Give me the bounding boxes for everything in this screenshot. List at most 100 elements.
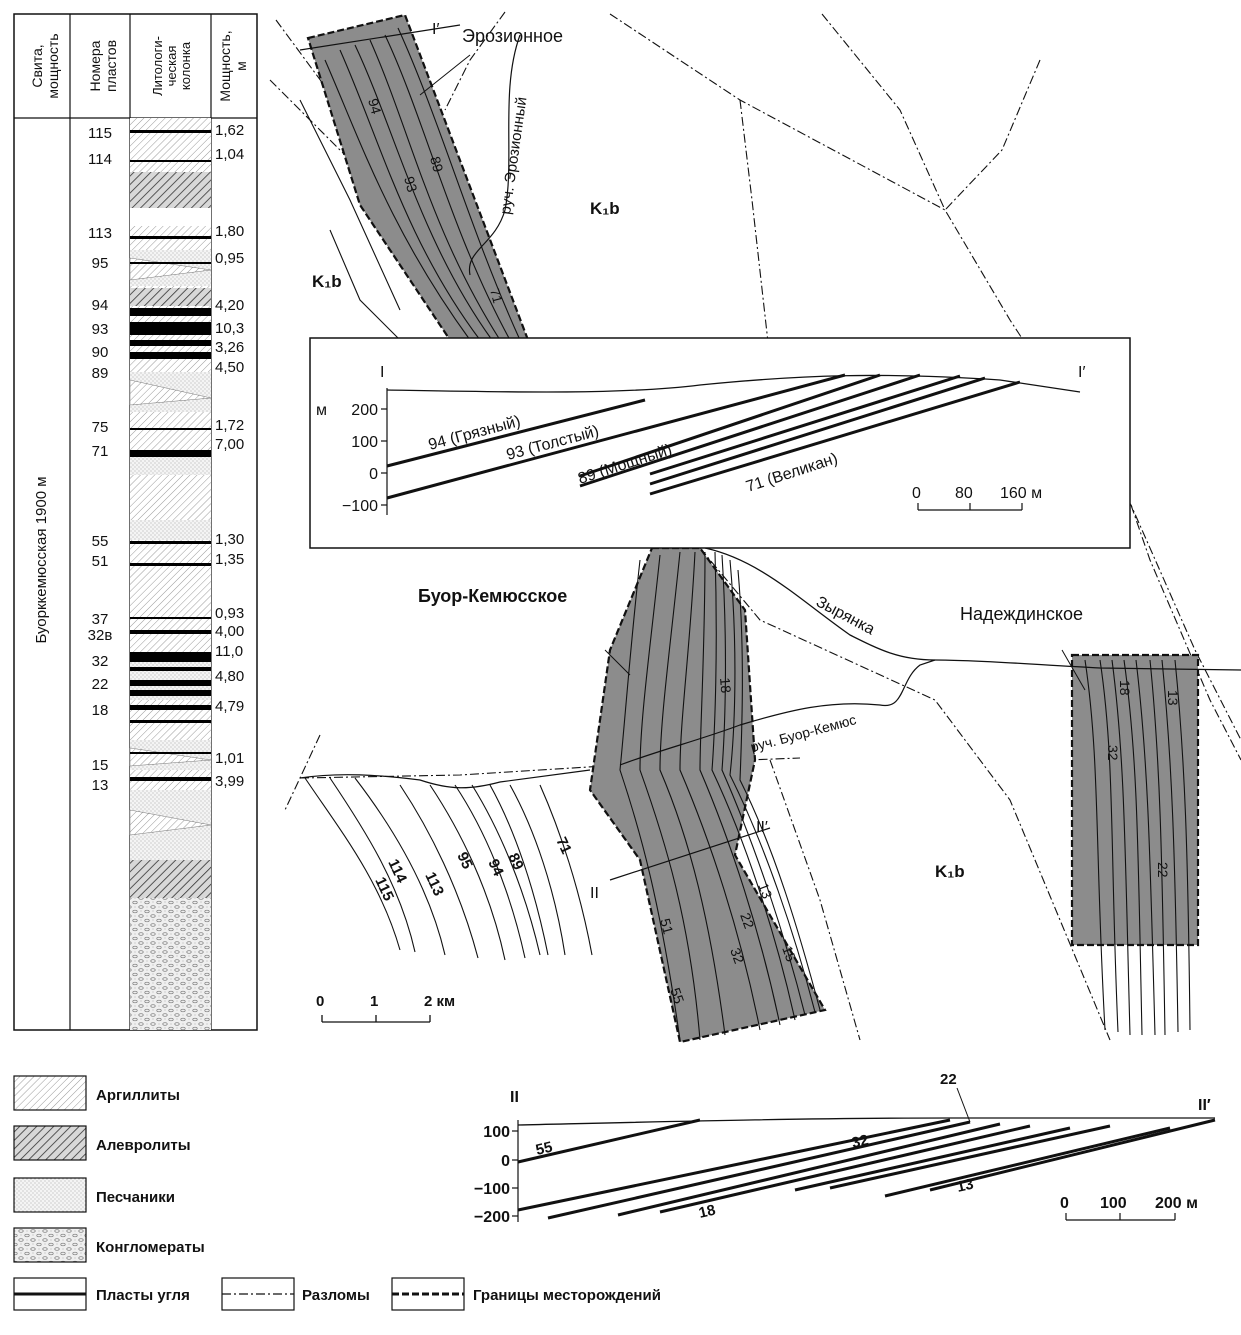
deposit-erosion-label: Эрозионное: [462, 26, 563, 46]
column-header-thickness: Мощность,м: [217, 30, 249, 101]
column-header-seam-numbers: Номерапластов: [87, 40, 119, 92]
seam-thickness: 11,0: [215, 643, 243, 660]
seam-label: 32: [727, 946, 747, 966]
seam-thickness: 0,93: [215, 605, 244, 622]
seam-label: 94: [484, 857, 507, 880]
seam-label: 32: [1105, 745, 1121, 761]
seam-thickness: 1,62: [215, 122, 244, 139]
seam-label: 93: [401, 175, 421, 194]
seam-number: 71: [92, 443, 109, 460]
column-header-suite: Свита,мощность: [29, 33, 61, 98]
seam-number: 22: [92, 676, 109, 693]
section1-ytick: 0: [369, 466, 378, 483]
seam-thickness: 4,80: [215, 668, 244, 685]
seam-number: 93: [92, 321, 109, 338]
seam-thickness: 0,95: [215, 250, 244, 267]
section2-start-label: II: [510, 1089, 519, 1106]
section2-end-label: II′: [1198, 1097, 1211, 1114]
section-line-II: [609, 827, 771, 881]
section2-scale-bar: 0 100 200 м: [1060, 1195, 1198, 1221]
scale-tick: 0: [316, 993, 324, 1010]
seam-thickness: 3,26: [215, 339, 244, 356]
seam-number: 51: [92, 553, 109, 570]
legend-label: Конгломераты: [96, 1239, 205, 1256]
header-suite-text: Свита,мощность: [29, 33, 61, 98]
legend-label: Алевролиты: [96, 1137, 191, 1154]
section2-ytick: 100: [483, 1124, 510, 1141]
seam-label: 18: [717, 677, 734, 694]
seam-thickness: 1,80: [215, 223, 244, 240]
section2-seam-label: 18: [697, 1202, 717, 1222]
lithology-column: [129, 118, 212, 1030]
formation-code-3: K₁b: [935, 862, 965, 881]
seam-number: 75: [92, 419, 109, 436]
formation-label: Буорккемюсская 1900 м: [33, 476, 50, 643]
legend-label: Разломы: [302, 1287, 370, 1304]
section2-seam-label: 55: [534, 1139, 554, 1159]
seam-thickness: 4,79: [215, 698, 244, 715]
section-I-frame: [309, 337, 1131, 549]
scale-tick: 160 м: [1000, 485, 1042, 502]
legend-item-sandstones: Песчаники: [13, 1177, 175, 1213]
seam-label: 94: [365, 97, 385, 116]
seam-number: 18: [92, 702, 109, 719]
legend-label: Пласты угля: [96, 1287, 190, 1304]
scale-tick: 0: [1060, 1195, 1069, 1212]
seam-thickness: 1,01: [215, 750, 244, 767]
section2-ytick: −200: [474, 1209, 510, 1226]
section2-surface: [517, 1117, 1215, 1126]
seam-label: 89: [427, 155, 447, 174]
section-line-I: [299, 24, 461, 51]
section1-start-label: I: [380, 364, 384, 381]
legend-item-siltstones: Алевролиты: [13, 1125, 191, 1161]
section-I: I I′ м 200 100 0 −100 94 (Грязный) 93 (Т…: [309, 337, 1131, 549]
seam-number: 95: [92, 255, 109, 272]
seam-thickness: 4,50: [215, 359, 244, 376]
legend-item-boundaries: Границы месторождений: [391, 1277, 661, 1311]
stream-buor: [619, 659, 936, 766]
seam-number: 13: [92, 777, 109, 794]
scale-tick: 2 км: [424, 993, 455, 1010]
section1-ytick: −100: [342, 498, 378, 515]
seam-outcrops-west: [304, 777, 593, 961]
seam-thickness: 4,20: [215, 297, 244, 314]
seam-thickness: 4,00: [215, 623, 244, 640]
section2-ytick: 0: [501, 1153, 510, 1170]
seam-number: 90: [92, 344, 109, 361]
formation-code-1: K₁b: [590, 199, 620, 218]
scale-tick: 100: [1100, 1195, 1127, 1212]
seam-label: 51: [657, 917, 677, 936]
legend-item-coal: Пласты угля: [13, 1277, 190, 1311]
scale-tick: 200 м: [1155, 1195, 1198, 1212]
ground-line-west: [299, 769, 591, 789]
deposit-nadezh-label: Надеждинское: [960, 604, 1083, 624]
seam-number: 55: [92, 533, 109, 550]
scale-tick: 1: [370, 993, 378, 1010]
stream-erosion: [468, 34, 521, 276]
legend-label: Песчаники: [96, 1189, 175, 1206]
seam-number: 37: [92, 611, 109, 628]
deposit-nadezh-area: [1070, 653, 1200, 947]
seam-thickness: 10,3: [215, 320, 244, 337]
scale-tick: 80: [955, 485, 973, 502]
legend-item-argillites: Аргиллиты: [13, 1075, 180, 1111]
section1-axis-unit: м: [316, 402, 327, 419]
section1-ytick: 200: [351, 402, 378, 419]
section1-ytick: 100: [351, 434, 378, 451]
seam-thickness: 1,35: [215, 551, 244, 568]
seam-thickness: 7,00: [215, 436, 244, 453]
seam-label: 71: [487, 287, 505, 305]
deposit-buor-area: [588, 546, 827, 1044]
seam-thickness: 1,30: [215, 531, 244, 548]
section2-end-map-label: II′: [756, 819, 768, 836]
header-lithology-text: Литологи-ческаяколонка: [150, 36, 193, 96]
section2-seam-label: 32: [850, 1132, 870, 1152]
formation-code-2: K₁b: [312, 272, 342, 291]
seam-label: 15: [779, 944, 799, 964]
seam-label: 22: [737, 911, 757, 931]
seam-number: 114: [88, 151, 112, 168]
seam-label: 55: [667, 986, 687, 1006]
legend: Аргиллиты Алевролиты Песчаники Конгломер…: [13, 1075, 661, 1311]
